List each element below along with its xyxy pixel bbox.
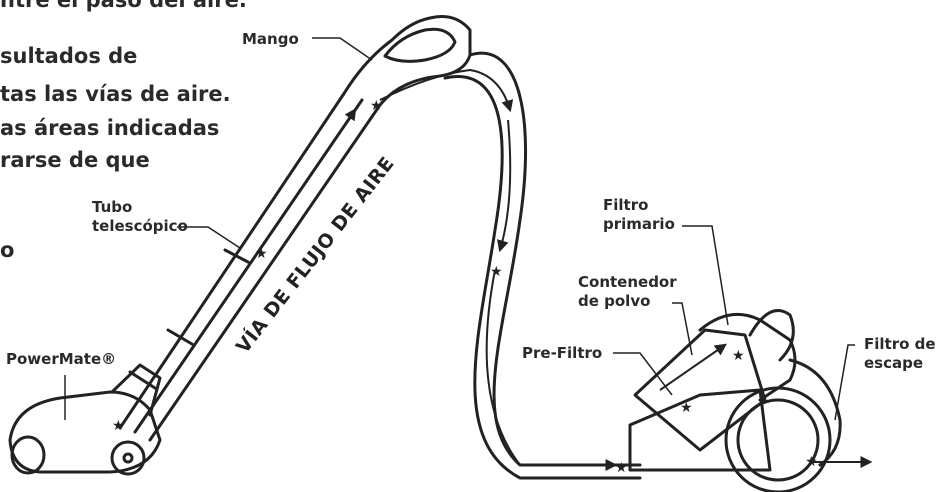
label-prefiltro: Pre-Filtro [522,344,603,362]
label-filtro-primario-2: primario [603,215,675,233]
intro-line-5: o [0,238,15,262]
star-marker-2: ★ [255,246,268,262]
powermate-neck [110,363,162,417]
wand-seam-2 [166,328,194,346]
intro-line-0: ntre el paso del aire. [0,0,247,12]
label-tubo-2: telescópico [92,217,188,235]
powermate-wheel [110,440,146,476]
leader-mango [312,37,373,61]
canister-handle [748,309,795,362]
wand-seam-3 [128,370,157,390]
handle-grip [383,27,457,63]
intro-line-3: as áreas indicadas [0,116,220,140]
canister-big-wheel [724,386,832,492]
powermate-wheel-hub [122,452,134,464]
leader-contenedor [672,302,693,356]
intro-line-2: tas las vías de aire. [0,82,231,106]
airflow-arrow-hose-down [497,119,512,253]
powermate-front-roller [10,435,46,475]
airflow-arrow-wand [149,108,357,411]
canister-big-wheel-inner [736,398,820,482]
star-marker-6: ★ [680,400,693,416]
airflow-arrow-hose-top [379,68,514,113]
intro-line-4: rarse de que [0,148,150,172]
canister-cyclone [698,312,797,402]
label-contenedor-2: de polvo [578,292,651,310]
canister-base [628,388,772,472]
label-powermate: PowerMate® [6,350,117,368]
star-marker-3: ★ [112,418,125,434]
intro-line-1: sultados de [0,44,138,68]
hose-outer [468,51,642,467]
label-mango: Mango [242,30,299,48]
dust-container [633,328,767,452]
leader-escape [834,344,855,421]
hose-inner [443,75,642,480]
airflow-arrow-hose-bottom [485,269,618,471]
leader-tubo [177,226,241,249]
wand-outline-front [118,15,472,430]
star-marker-1: ★ [370,98,383,114]
airflow-arrow-prefilter [659,343,727,391]
leader-prefiltro [613,352,673,396]
label-tubo-1: Tubo [92,198,133,216]
exhaust-filter [788,358,842,467]
powermate-body [8,390,162,474]
wand-seam-1 [223,248,250,264]
label-contenedor-1: Contenedor [578,273,677,291]
star-marker-7: ★ [732,348,745,364]
label-escape-1: Filtro de [864,335,936,353]
star-marker-8: ★ [805,454,818,470]
star-marker-5: ★ [615,460,628,476]
label-filtro-primario-1: Filtro [603,196,649,214]
star-marker-4: ★ [490,264,503,280]
label-escape-2: escape [864,354,924,372]
leader-filtro-primario [682,225,729,326]
